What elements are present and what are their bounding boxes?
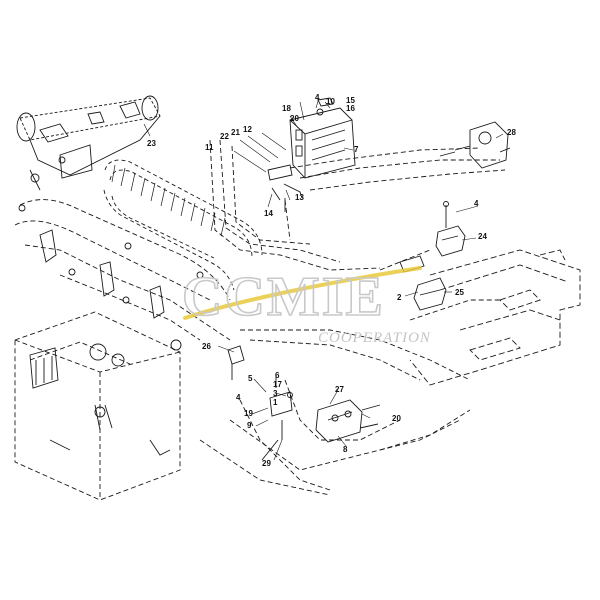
callout-label: 11 xyxy=(205,143,214,152)
valve-25 xyxy=(399,255,447,311)
hose-runs xyxy=(14,139,506,491)
tank-fittings xyxy=(29,343,171,456)
callout-label: 18 xyxy=(282,104,291,113)
callout-label: 14 xyxy=(264,209,273,218)
right-component xyxy=(439,121,511,169)
callout-label: 9 xyxy=(247,421,252,430)
watermark-brand: CCMIE xyxy=(182,266,385,328)
callout-label: 4 xyxy=(315,93,320,102)
callout-label: 5 xyxy=(248,374,253,383)
callout-label: 8 xyxy=(343,445,348,454)
frame-rails xyxy=(409,249,581,386)
callout-label: 13 xyxy=(295,193,304,202)
lower-valve xyxy=(227,345,381,461)
callout-label: 27 xyxy=(335,385,344,394)
left-brackets xyxy=(18,204,204,351)
axle-assembly xyxy=(16,95,161,191)
leader-lines xyxy=(143,97,504,461)
callout-label: 20 xyxy=(392,414,401,423)
cable-chain-links xyxy=(111,164,226,237)
callout-label: 21 xyxy=(231,128,240,137)
callout-label: 24 xyxy=(478,232,487,241)
callouts: 4 10 15 16 18 20 12 22 21 11 7 13 14 23 … xyxy=(147,93,516,468)
callout-label: 25 xyxy=(455,288,464,297)
callout-label: 22 xyxy=(220,132,229,141)
callout-label: 12 xyxy=(243,125,252,134)
callout-label: 29 xyxy=(262,459,271,468)
callout-label: 23 xyxy=(147,139,156,148)
callout-label: 19 xyxy=(244,409,253,418)
callout-label: 26 xyxy=(202,342,211,351)
callout-label: 16 xyxy=(346,104,355,113)
callout-label: 17 xyxy=(273,380,282,389)
callout-label: 15 xyxy=(346,96,355,105)
hydraulic-tank xyxy=(14,311,181,501)
valve-24 xyxy=(435,201,466,257)
callout-label: 4 xyxy=(474,199,479,208)
watermark-swoosh xyxy=(183,266,422,320)
watermark-subtitle: COOPERATION xyxy=(318,330,431,346)
lower-chassis xyxy=(199,409,471,496)
callout-label: 7 xyxy=(354,145,359,154)
callout-label: 6 xyxy=(275,371,280,380)
callout-label: 28 xyxy=(507,128,516,137)
callout-label: 4 xyxy=(236,393,241,402)
control-valve xyxy=(267,97,356,212)
callout-label: 3 xyxy=(273,389,278,398)
watermark: CCMIE COOPERATION xyxy=(181,265,431,346)
callout-label: 20 xyxy=(290,114,299,123)
linework xyxy=(14,95,581,501)
callout-label: 1 xyxy=(273,398,278,407)
callout-label: 2 xyxy=(397,293,402,302)
callout-label: 10 xyxy=(326,97,335,106)
